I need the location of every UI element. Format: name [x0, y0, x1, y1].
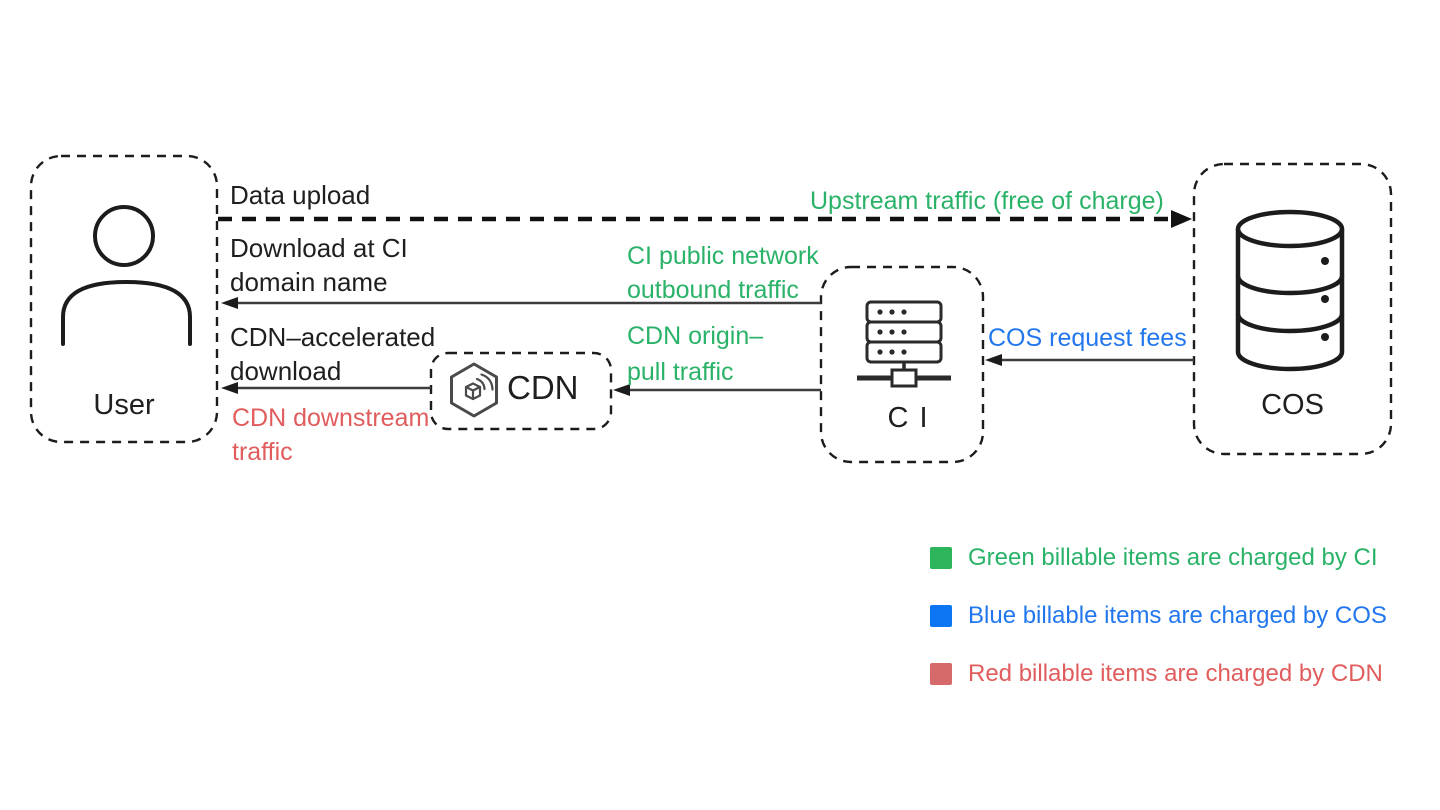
cdn-node-label: CDN — [507, 369, 579, 406]
edge-label-download-ci-line1: Download at CI — [230, 233, 408, 263]
edge-label-cdn-accel-line2: download — [230, 356, 342, 386]
database-icon — [1235, 209, 1345, 372]
blue-legend-swatch — [930, 605, 952, 627]
edge-label-cdn-downstream-line2: traffic — [232, 438, 293, 466]
arrow-cos-to-ci — [985, 354, 1194, 366]
arrow-cdn-to-user — [221, 382, 431, 394]
legend-text-cos: Blue billable items are charged by COS — [968, 602, 1387, 629]
cos-node-label: COS — [1261, 389, 1324, 421]
green-legend-swatch — [930, 547, 952, 569]
edge-label-ci-public-line2: outbound traffic — [627, 276, 799, 304]
legend-text-cdn: Red billable items are charged by CDN — [968, 660, 1383, 687]
edge-label-cdn-accel-line1: CDN–accelerated — [230, 322, 436, 352]
edge-label-cdn-downstream-line1: CDN downstream — [232, 404, 430, 432]
edge-label-download-ci-line2: domain name — [230, 267, 388, 297]
legend-item-ci: Green billable items are charged by CI — [930, 544, 1378, 571]
ci-box-border — [819, 265, 985, 464]
arrow-user-to-cos — [218, 210, 1192, 228]
arrow-ci-to-cdn — [613, 384, 821, 396]
person-icon — [61, 205, 192, 346]
legend-text-ci: Green billable items are charged by CI — [968, 544, 1378, 571]
edge-label-cdn-origin-line1: CDN origin– — [627, 322, 764, 350]
user-node-label: User — [93, 389, 155, 421]
cos-box-border — [1192, 162, 1393, 456]
red-legend-swatch — [930, 663, 952, 685]
arrow-ci-to-user — [221, 297, 821, 309]
edge-label-ci-public-line1: CI public network — [627, 242, 819, 270]
legend-item-cos: Blue billable items are charged by COS — [930, 602, 1387, 629]
legend-item-cdn: Red billable items are charged by CDN — [930, 660, 1383, 687]
edge-label-upstream-traffic: Upstream traffic (free of charge) — [810, 187, 1164, 215]
cdn-hexagon-icon — [450, 362, 498, 418]
server-icon — [857, 300, 951, 388]
edge-label-data-upload: Data upload — [230, 180, 371, 210]
cdn-box-border — [429, 351, 613, 431]
ci-node-label: CI — [887, 402, 939, 434]
edge-label-cdn-origin-line2: pull traffic — [627, 358, 734, 386]
edge-label-cos-request-fees: COS request fees — [988, 324, 1187, 352]
